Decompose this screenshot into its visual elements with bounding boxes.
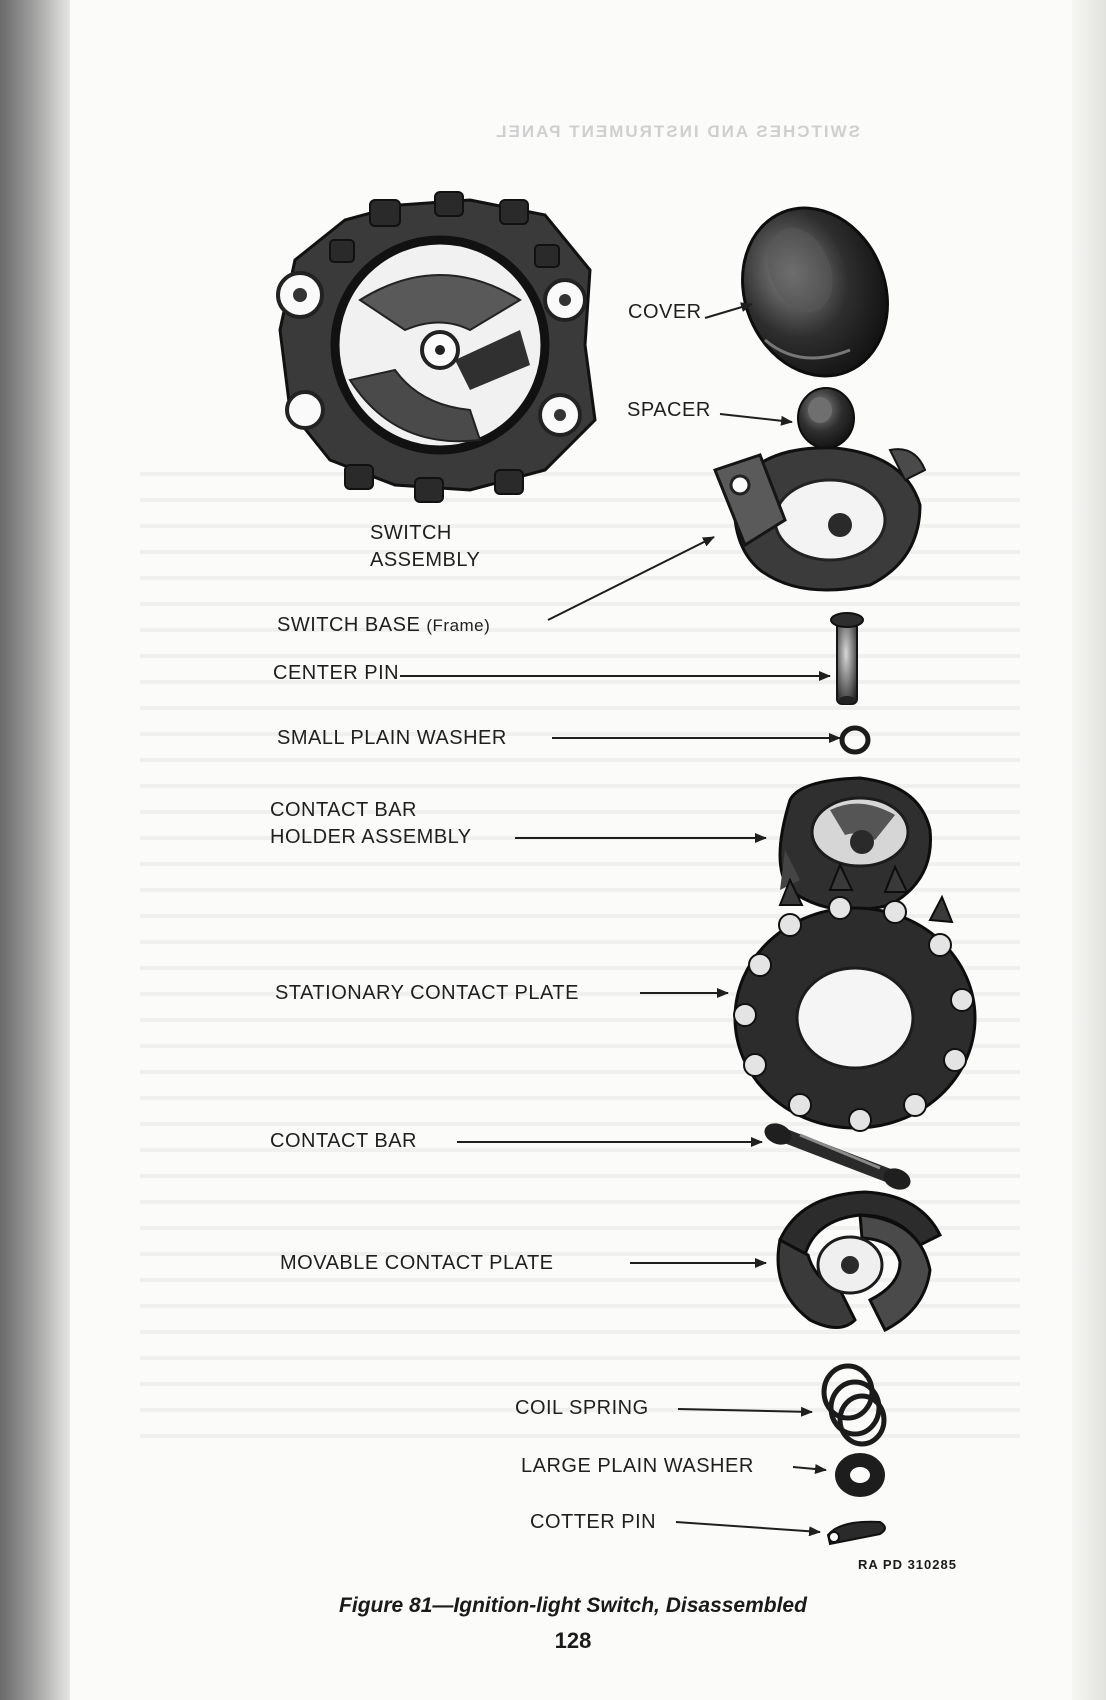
leader-switch-base	[547, 536, 715, 621]
label-spacer: SPACER	[627, 399, 711, 421]
movable-contact-plate-drawing	[776, 1190, 943, 1333]
label-contact-bar: CONTACT BAR	[270, 1130, 417, 1152]
leader-cotter-pin	[675, 1521, 821, 1537]
page-number: 128	[554, 1628, 592, 1653]
label-contact-bar-holder: CONTACT BAR HOLDER ASSEMBLY	[270, 797, 472, 851]
label-contact-bar-holder-line2: HOLDER ASSEMBLY	[270, 826, 472, 848]
cotter-pin-drawing	[826, 1520, 886, 1546]
label-switch-base-note: (Frame)	[426, 616, 491, 635]
label-switch-assembly: SWITCH ASSEMBLY	[370, 520, 480, 574]
large-plain-washer-drawing	[835, 1453, 885, 1497]
leader-cover	[704, 302, 753, 319]
figure-caption: Figure 81—Ignition-light Switch, Disasse…	[339, 1594, 807, 1617]
label-stationary-contact-plate: STATIONARY CONTACT PLATE	[275, 982, 579, 1004]
coil-spring-drawing	[821, 1363, 887, 1447]
cover-drawing	[741, 206, 889, 378]
stationary-contact-plate-drawing	[733, 862, 977, 1132]
figure-code: RA PD 310285	[858, 1557, 957, 1572]
contact-bar-drawing	[764, 1123, 911, 1190]
label-large-plain-washer: LARGE PLAIN WASHER	[521, 1455, 754, 1477]
leader-lines	[400, 302, 841, 1537]
label-movable-contact-plate: MOVABLE CONTACT PLATE	[280, 1252, 554, 1274]
leader-large-plain-washer	[792, 1464, 827, 1474]
leader-coil-spring	[677, 1406, 813, 1417]
label-cover: COVER	[628, 301, 702, 323]
label-switch-assembly-line1: SWITCH	[370, 522, 452, 544]
label-center-pin: CENTER PIN	[273, 662, 400, 684]
small-plain-washer-drawing	[839, 725, 871, 755]
switch-assembly-drawing	[276, 191, 597, 503]
label-switch-base-text: SWITCH BASE	[277, 614, 421, 636]
label-small-plain-washer: SMALL PLAIN WASHER	[277, 727, 507, 749]
page-edge	[1072, 0, 1106, 1700]
label-cotter-pin: COTTER PIN	[530, 1511, 657, 1533]
label-switch-assembly-line2: ASSEMBLY	[370, 549, 481, 571]
spacer-drawing	[797, 387, 855, 449]
label-switch-base: SWITCH BASE (Frame)	[277, 612, 490, 639]
label-contact-bar-holder-line1: CONTACT BAR	[270, 799, 417, 821]
binding-shadow	[0, 0, 70, 1700]
switch-base-drawing	[713, 446, 927, 592]
leader-spacer	[719, 413, 793, 426]
contact-bar-holder-drawing	[778, 776, 932, 912]
center-pin-drawing	[830, 612, 864, 705]
label-coil-spring: COIL SPRING	[515, 1397, 649, 1419]
